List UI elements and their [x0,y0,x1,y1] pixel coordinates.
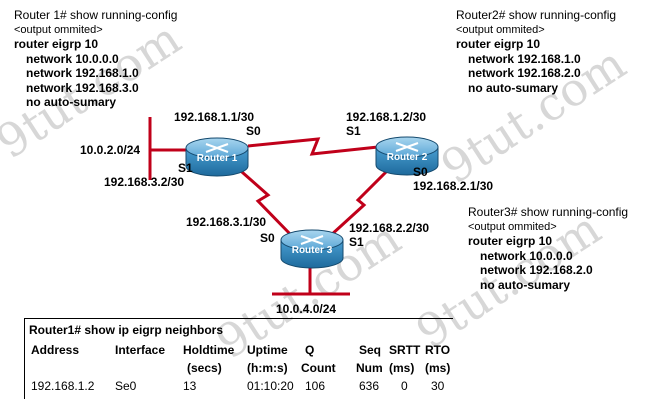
r1-lan-label: 10.0.2.0/24 [80,143,140,157]
r2-s0-ip: 192.168.2.1/30 [413,179,493,193]
cell-srtt: 0 [401,379,408,393]
header-uptime: Uptime [247,343,288,357]
router3-config-eigrp: router eigrp 10 [468,234,553,248]
router1-config-command: Router 1# show running-config [14,8,177,23]
router3-config-network-1: network 10.0.0.0 [480,248,573,263]
header-num: Num [356,361,383,375]
r3-s1-label: S1 [349,235,364,249]
cell-seq-num: 636 [359,379,380,393]
router2-config-command: Router2# show running-config [456,8,617,22]
router1-command-text: Router 1# show running-config [14,8,178,22]
router1-config-network-3: network 192.168.3.0 [26,80,139,95]
router-3-label: Router 3 [292,245,333,256]
header-srtt-ms: (ms) [389,361,415,375]
router-1: Router 1 [185,137,249,177]
cell-rto: 30 [431,379,445,393]
header-secs: (secs) [187,361,222,375]
cell-interface: Se0 [115,379,137,393]
router1-config-omitted: <output ommited> [14,23,103,36]
router2-config-auto-summary: no auto-sumary [468,80,559,95]
header-rto-ms: (ms) [425,361,451,375]
router3-config-omitted: <output ommited> [468,220,557,233]
router1-config-network-1: network 10.0.0.0 [26,51,119,66]
lan-segments [148,117,350,296]
router-arrows-icon [205,143,229,153]
header-rto: RTO [425,343,451,357]
header-interface: Interface [115,343,166,357]
header-seq: Seq [359,343,382,357]
router3-config-block: Router3# show running-config <output omm… [468,205,628,292]
router1-config-auto-summary: no auto-sumary [26,95,117,109]
r3-lan-label: 10.0.4.0/24 [276,302,336,316]
interface-labels: 192.168.1.1/30 S0 192.168.1.2/30 S1 10.0… [80,110,493,316]
cell-q-count: 106 [305,379,326,393]
header-holdtime: Holdtime [183,343,235,357]
r3-s0-label: S0 [260,231,275,245]
router3-config-command: Router3# show running-config [468,205,629,219]
r1-s0-label: S0 [246,124,261,138]
router2-config-network-1: network 192.168.1.0 [468,51,581,66]
link-r1-r3 [233,163,294,238]
neighbors-command: Router1# show ip eigrp neighbors [29,323,224,337]
header-srtt: SRTT [389,343,421,357]
cell-uptime: 01:10:20 [247,379,294,393]
router-arrows-icon [300,235,324,245]
router-2: Router 2 [375,136,439,176]
header-hms: (h:m:s) [247,361,288,375]
r2-s1-label: S1 [346,124,361,138]
router3-config-network-2: network 192.168.2.0 [480,263,593,277]
r1-s0-ip: 192.168.1.1/30 [174,110,254,124]
header-count: Count [301,361,336,375]
header-address: Address [31,343,80,357]
r1-s1-label: S1 [178,161,193,175]
r2-s1-ip: 192.168.1.2/30 [346,110,426,124]
r2-s0-label: S0 [413,165,428,179]
r1-s1-ip: 192.168.3.2/30 [104,175,184,189]
router3-config-auto-summary: no auto-sumary [480,277,571,292]
router-1-label: Router 1 [197,153,238,164]
r3-s1-ip: 192.168.2.2/30 [349,221,429,235]
router2-config-network-2: network 192.168.2.0 [468,66,581,80]
router1-config-eigrp: router eigrp 10 [14,37,99,51]
router2-config-block: Router2# show running-config <output omm… [456,8,616,95]
router-arrows-icon [395,142,419,152]
link-r2-r3 [328,164,394,238]
router2-config-omitted: <output ommited> [456,23,545,36]
cell-holdtime: 13 [183,379,197,393]
serial-links [233,137,394,238]
router-2-label: Router 2 [387,152,428,163]
cell-address: 192.168.1.2 [31,379,95,393]
header-q: Q [305,343,315,357]
r3-s0-ip: 192.168.3.1/30 [186,215,266,229]
router-3: Router 3 [280,229,344,269]
eigrp-neighbors-table: Router1# show ip eigrp neighbors Address… [24,318,453,399]
router1-config-block: Router 1# show running-config <output om… [14,8,177,110]
router1-config-network-2: network 192.168.1.0 [26,66,139,80]
link-r1-r2 [247,137,379,156]
router2-config-eigrp: router eigrp 10 [456,37,541,51]
